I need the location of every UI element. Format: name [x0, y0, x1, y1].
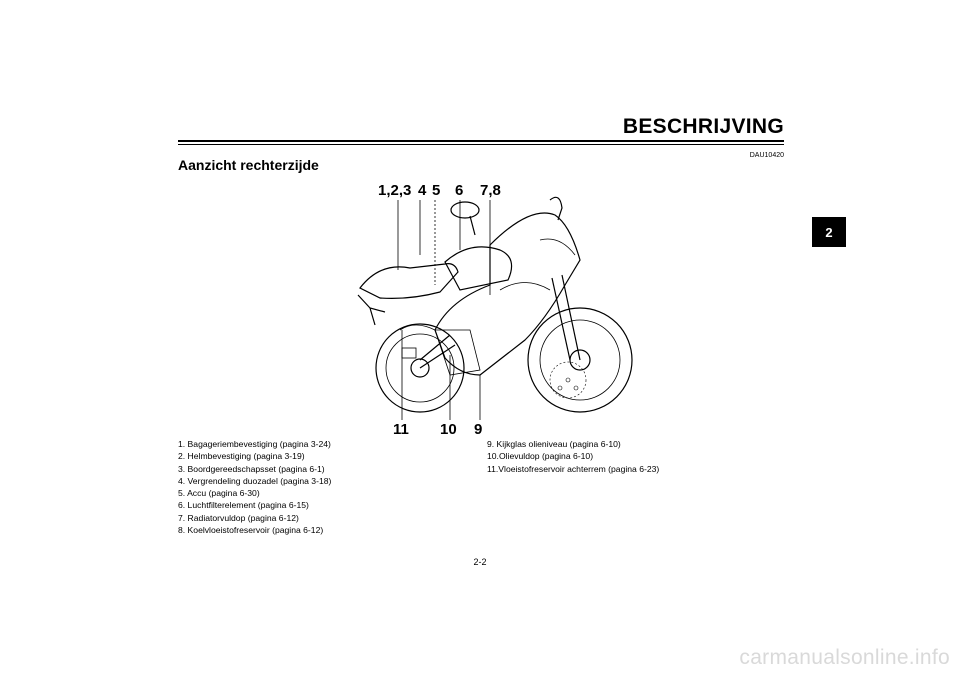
section-title: Aanzicht rechterzijde	[178, 157, 319, 173]
header-rule-thin	[178, 144, 784, 145]
parts-list-right: 9. Kijkglas olieniveau (pagina 6-10) 10.…	[487, 438, 659, 475]
callout-1-2-3: 1,2,3	[378, 182, 412, 199]
callout-9: 9	[474, 421, 483, 438]
list-item: 8. Koelvloeistofreservoir (pagina 6-12)	[178, 525, 324, 536]
motorcycle-icon	[357, 196, 633, 420]
callout-4: 4	[418, 182, 427, 199]
page-number: 2-2	[473, 557, 487, 567]
callout-10: 10	[440, 421, 457, 438]
list-item: 9. Kijkglas olieniveau (pagina 6-10)	[487, 439, 621, 449]
watermark: carmanualsonline.info	[739, 646, 950, 669]
callout-7-8: 7,8	[480, 182, 501, 199]
callout-6: 6	[455, 182, 464, 199]
chapter-tab: 2	[812, 217, 846, 247]
list-item: 5. Accu (pagina 6-30)	[178, 488, 260, 499]
list-item: 2. Helmbevestiging (pagina 3-19)	[178, 451, 305, 462]
list-item: 6. Luchtfilterelement (pagina 6-15)	[178, 500, 309, 511]
page-title: BESCHRIJVING	[622, 115, 784, 138]
list-item: 3. Boordgereedschapsset (pagina 6-1)	[178, 463, 325, 474]
callout-11: 11	[393, 421, 409, 438]
list-item: 11.Vloeistofreservoir achterrem (pagina …	[487, 463, 660, 474]
callout-5: 5	[432, 182, 441, 199]
list-item: 7. Radiatorvuldop (pagina 6-12)	[178, 512, 299, 523]
document-code: DAU10420	[749, 152, 784, 159]
header-rule	[178, 140, 784, 142]
parts-list-left: 1. Bagageriembevestiging (pagina 3-24) 2…	[178, 438, 331, 536]
list-item: 10.Olievuldop (pagina 6-10)	[487, 451, 594, 462]
list-item: 1. Bagageriembevestiging (pagina 3-24)	[178, 439, 331, 449]
list-item: 4. Vergrendeling duozadel (pagina 3-18)	[178, 475, 332, 486]
